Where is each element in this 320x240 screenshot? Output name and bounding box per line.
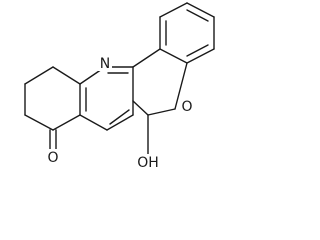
atom-nitrogen: N — [98, 55, 112, 72]
pyridine-ring — [79, 66, 134, 131]
atom-hydroxyl: OH — [134, 154, 162, 171]
benzene-ring — [159, 2, 215, 64]
pyran-ring — [132, 48, 188, 116]
atom-ketone-oxygen: O — [46, 149, 60, 166]
svg-text:O: O — [47, 150, 58, 166]
chemical-structure-diagram: N O O OH — [24, 2, 215, 171]
svg-text:O: O — [181, 99, 192, 115]
cyclohexanone-ring — [24, 66, 81, 131]
svg-text:OH: OH — [137, 155, 159, 171]
carbonyl-group — [49, 129, 57, 152]
atom-ring-oxygen: O — [180, 98, 194, 115]
svg-text:N: N — [100, 56, 110, 72]
